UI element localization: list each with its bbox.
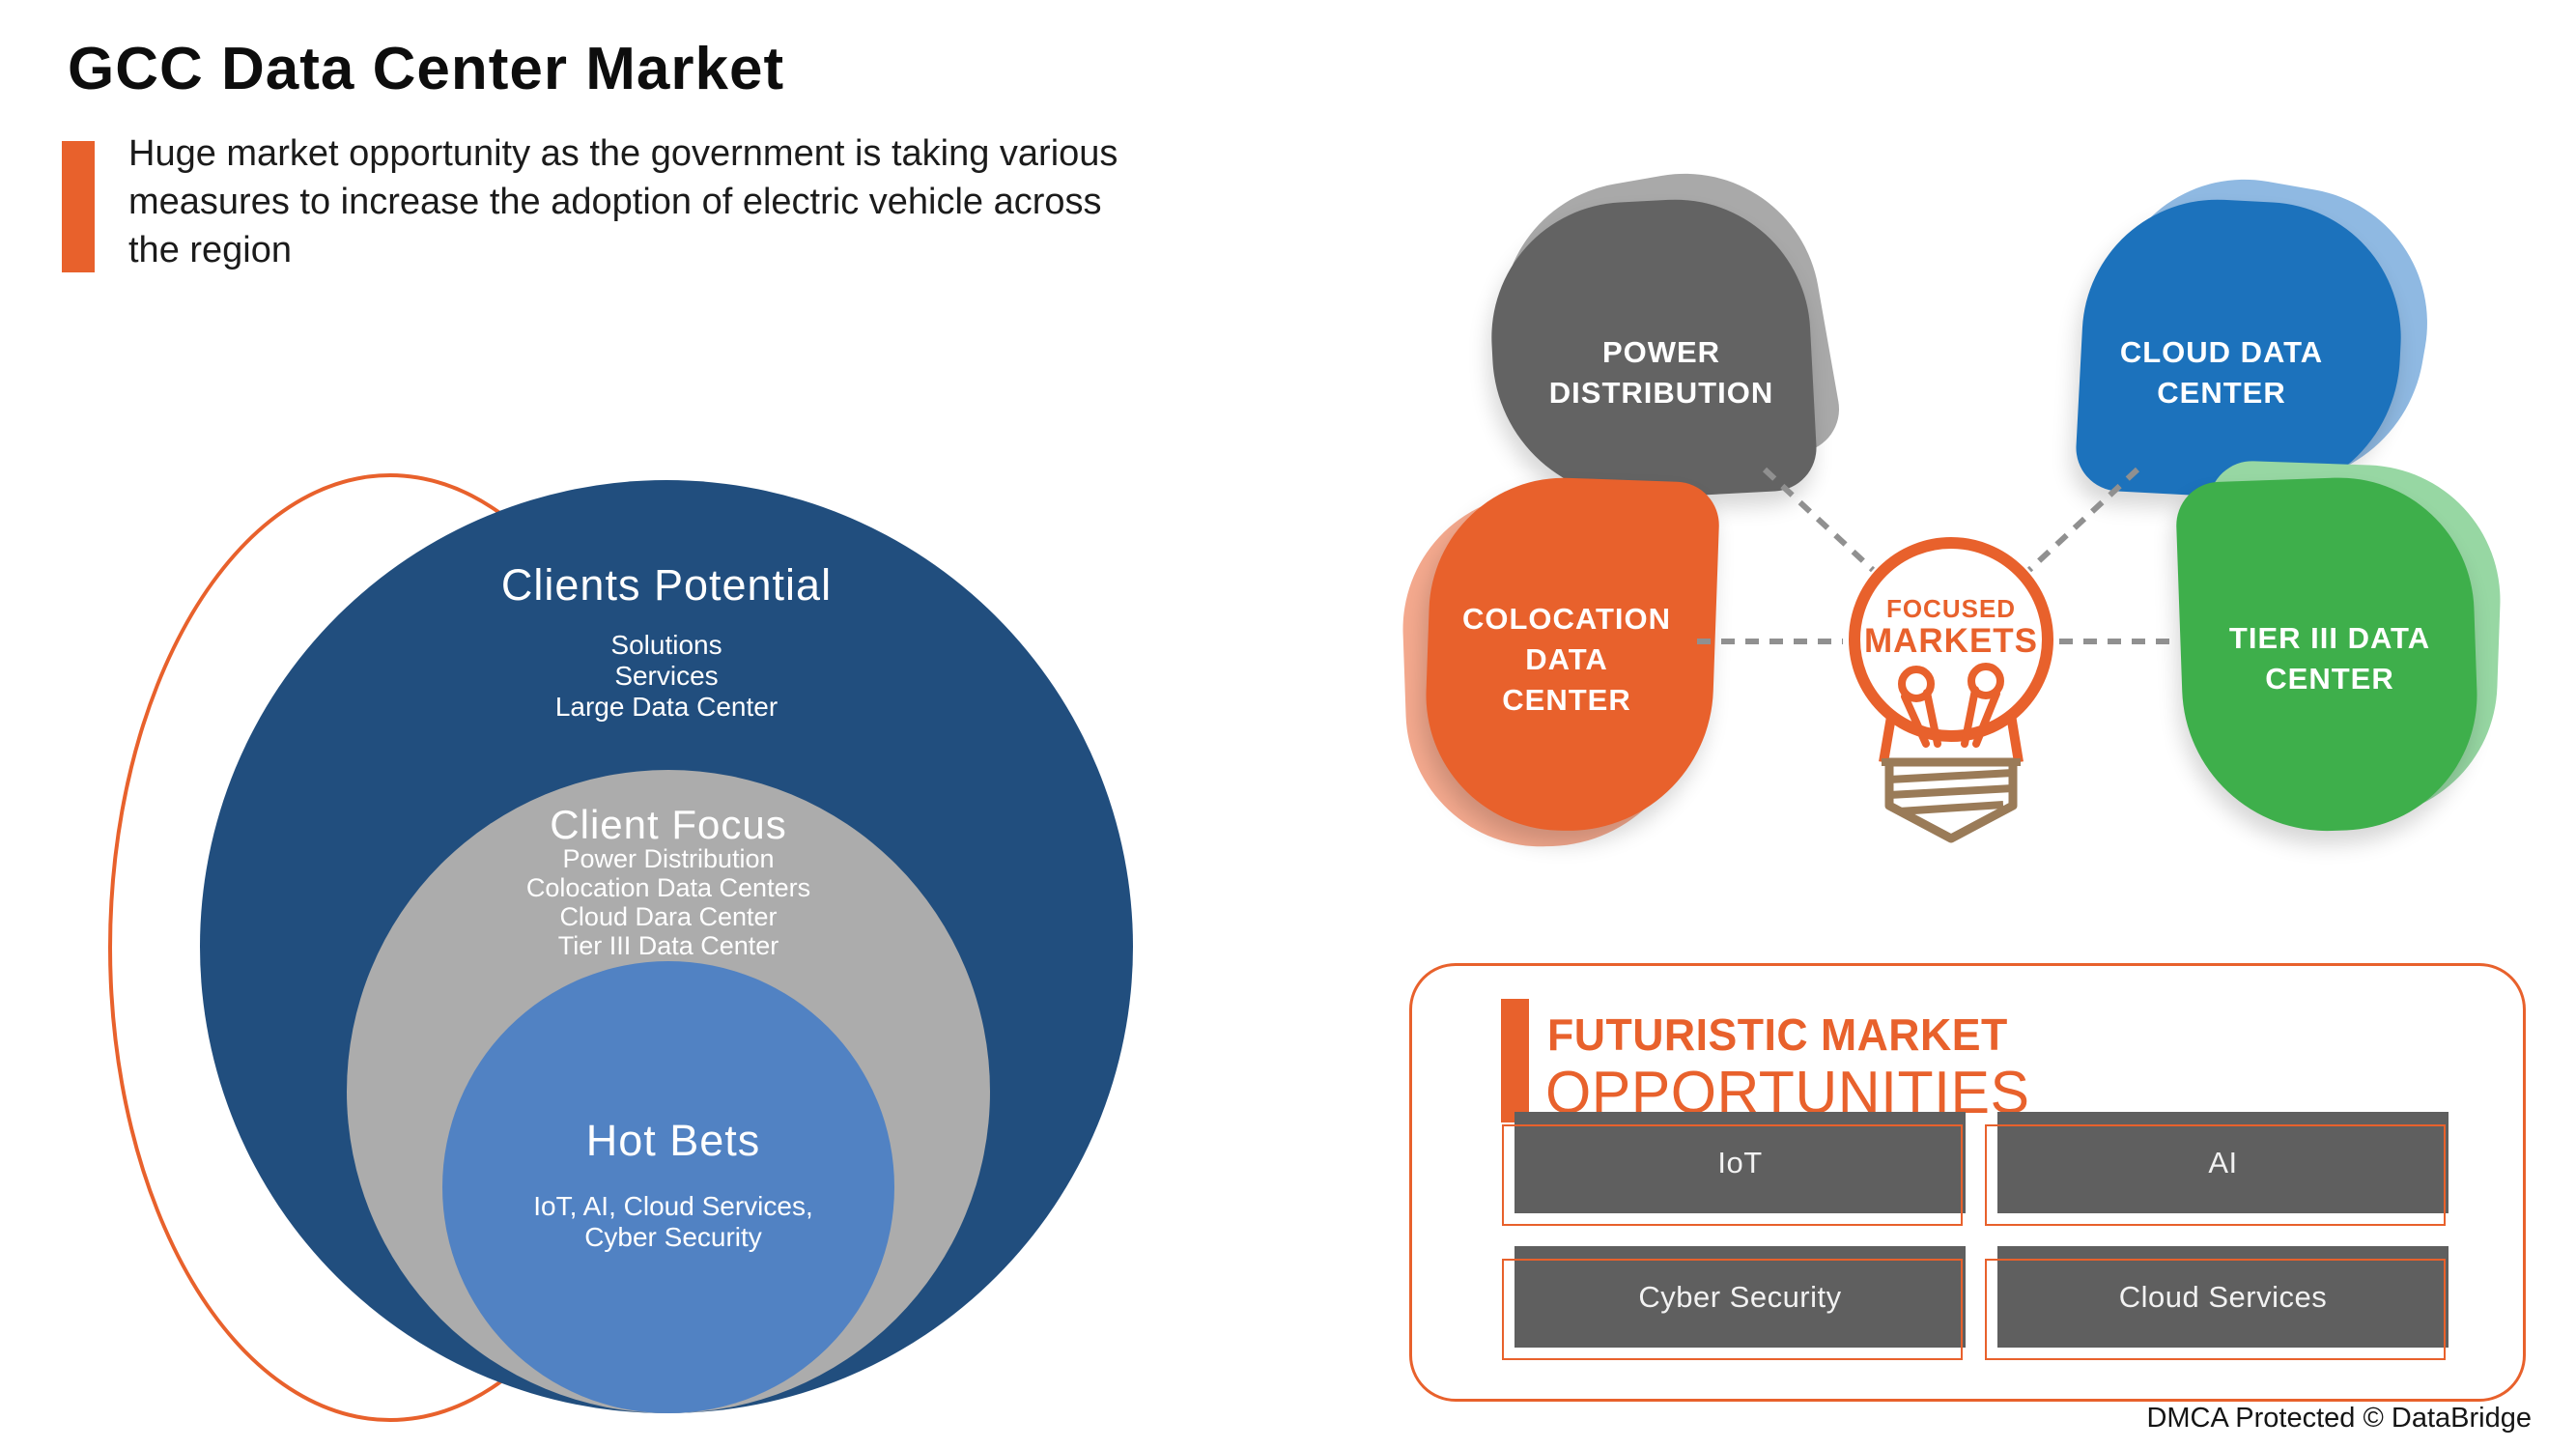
- label-line: TIER III DATA: [2228, 621, 2431, 655]
- venn-item: Services: [614, 661, 719, 691]
- opportunity-box-cyber-security: Cyber Security: [1502, 1246, 1966, 1360]
- opportunities-panel: FUTURISTIC MARKET OPPORTUNITIES IoT AI C…: [1409, 963, 2526, 1402]
- opportunity-label: AI: [2208, 1145, 2238, 1179]
- panel-heading-line1: FUTURISTIC MARKET: [1547, 1009, 2008, 1060]
- node-label-colocation-data-center: COLOCATION DATA CENTER: [1422, 599, 1712, 721]
- venn-item: Cloud Dara Center: [559, 902, 778, 931]
- label-line: POWER: [1601, 335, 1721, 369]
- venn-item: Colocation Data Centers: [525, 873, 811, 902]
- venn-inner-items: IoT, AI, Cloud Services, Cyber Security: [383, 1191, 963, 1253]
- venn-middle-title: Client Focus: [550, 802, 787, 847]
- venn-circle-hot-bets: [442, 961, 894, 1413]
- venn-item: Solutions: [610, 630, 722, 660]
- label-line: CENTER: [2157, 376, 2286, 410]
- subtitle-line: the region: [128, 230, 293, 270]
- subtitle-accent-bar: [62, 141, 95, 272]
- node-label-cloud-data-center: CLOUD DATA CENTER: [2062, 332, 2381, 413]
- focused-markets-label-line1: FOCUSED: [1885, 594, 2017, 623]
- label-line: DISTRIBUTION: [1548, 376, 1774, 410]
- venn-item: Tier III Data Center: [557, 931, 779, 960]
- label-line: CLOUD DATA: [2119, 335, 2324, 369]
- venn-outer-title: Clients Potential: [500, 560, 833, 610]
- subtitle-line: Huge market opportunity as the governmen…: [128, 133, 1118, 174]
- venn-item: Power Distribution: [562, 844, 775, 873]
- label-line: COLOCATION: [1461, 602, 1672, 636]
- page-title: GCC Data Center Market: [68, 36, 785, 102]
- label-line: CENTER: [1502, 683, 1631, 717]
- venn-middle-items: Power Distribution Colocation Data Cente…: [379, 844, 958, 960]
- panel-accent-bar: [1501, 999, 1529, 1122]
- page-subtitle: Huge market opportunity as the governmen…: [128, 129, 1442, 274]
- subtitle-line: measures to increase the adoption of ele…: [128, 182, 1102, 222]
- opportunity-label: Cloud Services: [2118, 1279, 2328, 1314]
- opportunity-box-ai: AI: [1985, 1112, 2449, 1226]
- node-label-tier-iii-data-center: TIER III DATA CENTER: [2185, 618, 2475, 699]
- opportunity-box-iot: IoT: [1502, 1112, 1966, 1226]
- opportunity-label: Cyber Security: [1638, 1279, 1842, 1314]
- label-line: CENTER: [2265, 662, 2394, 696]
- opportunity-box-cloud-services: Cloud Services: [1985, 1246, 2449, 1360]
- dmca-watermark: DMCA Protected © DataBridge: [2146, 1403, 2532, 1434]
- focused-markets-label-line2: MARKETS: [1863, 622, 2039, 660]
- opportunity-label: IoT: [1717, 1145, 1763, 1179]
- venn-item: Cyber Security: [584, 1222, 762, 1252]
- venn-item: Large Data Center: [554, 692, 778, 722]
- venn-inner-title: Hot Bets: [585, 1116, 761, 1165]
- node-label-power-distribution: POWER DISTRIBUTION: [1502, 332, 1821, 413]
- label-line: DATA: [1525, 642, 1608, 676]
- venn-outer-items: Solutions Services Large Data Center: [377, 630, 956, 723]
- venn-item: IoT, AI, Cloud Services,: [533, 1191, 813, 1221]
